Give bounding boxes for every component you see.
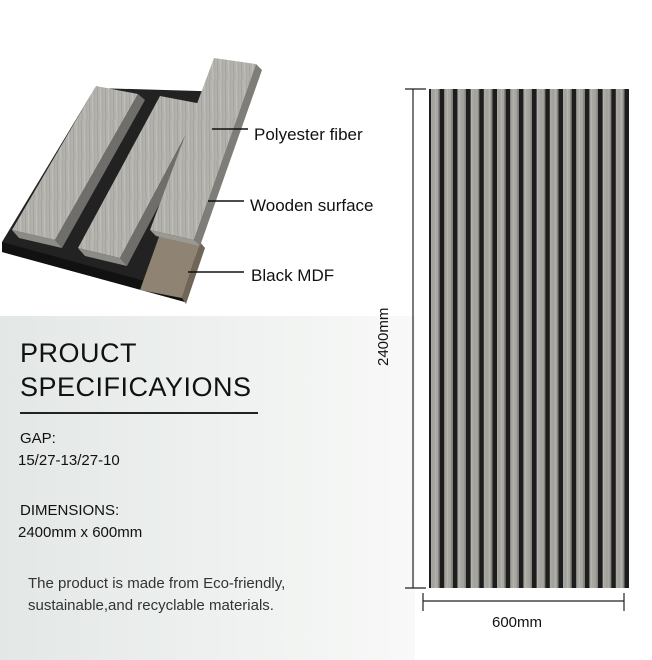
mdf-block [140,234,200,298]
panel-slat [536,89,546,588]
panel-slat [431,89,440,588]
panel-slat [549,89,559,588]
panel-slat-shadow [464,89,466,588]
slat-1-end [12,230,62,248]
slat-2-end [78,248,127,266]
panel-slat [497,89,506,588]
panel-width-label: 600mm [492,614,543,631]
title-underline [20,412,258,414]
slat-3-top [150,58,256,240]
panel-slat-shadow [609,89,612,588]
panel-slat-shadow [477,89,480,588]
panel-slat-shadow [490,89,493,588]
panel-slat [602,89,612,588]
callout-black-mdf: Black MDF [251,266,335,285]
panel-slat-shadow [543,89,546,588]
panel-slat-shadow [570,89,572,588]
panel-height-label: 2400mm [375,307,392,366]
panel-slats [431,89,625,588]
dimensions-label: DIMENSIONS: [20,502,120,519]
panel-slat-shadow [530,89,532,588]
panel-slat-shadow [622,89,625,588]
panel-slat-shadow [504,89,506,588]
panel-slat [470,89,480,588]
panel-slat-shadow [556,89,559,588]
gap-label: GAP: [20,430,56,447]
slat-1-top [12,86,138,240]
dimensions-value: 2400mm x 600mm [18,524,143,541]
slat-2-top [78,96,202,258]
panel-slat [444,89,453,588]
slat-3-end [150,230,200,246]
panel-slat [483,89,493,588]
panel-front-view [429,89,629,588]
felt-backing-edge [2,242,185,302]
spec-background-band [0,316,415,660]
eco-note-line-2: sustainable,and recyclable materials. [28,597,274,614]
panel-slat [563,89,572,588]
mdf-block-shade [182,242,205,304]
gap-value: 15/27-13/27-10 [18,452,120,469]
eco-note-line-1: The product is made from Eco-friendly, [28,575,286,592]
callout-polyester-fiber: Polyester fiber [254,125,363,144]
panel-slat-shadow [438,89,440,588]
panel-slat [615,89,625,588]
panel-slat-shadow [451,89,453,588]
panel-slat [457,89,466,588]
spec-title-line-1: PROUCT [20,338,137,368]
panel-slat-shadow [517,89,519,588]
width-dimension-line [422,593,625,611]
panel-slat [589,89,598,588]
panel-slat [510,89,519,588]
panel-slat [576,89,585,588]
slat-1-side [55,94,145,248]
spec-title-line-2: SPECIFICAYIONS [20,372,252,402]
callout-wooden-surface: Wooden surface [250,196,374,215]
panel-slat-shadow [596,89,598,588]
panel-slat-shadow [583,89,585,588]
height-dimension-line [405,88,426,589]
panel-slat [523,89,532,588]
